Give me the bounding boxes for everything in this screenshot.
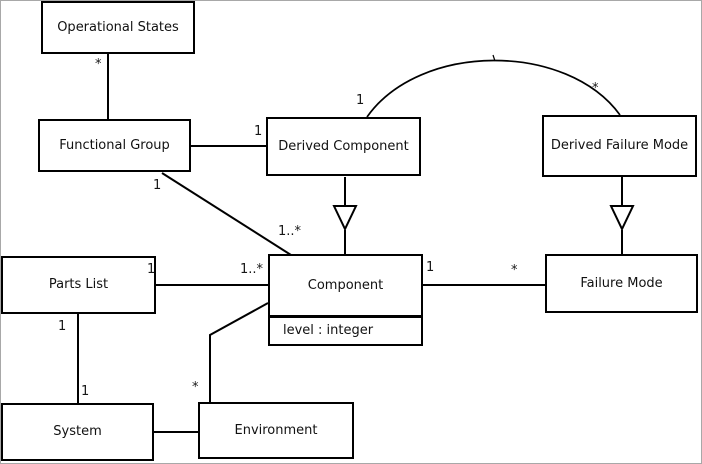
class-box-component: Component level : integer — [268, 254, 423, 346]
multiplicity-label: 1 — [426, 260, 435, 275]
multiplicity-label: * — [95, 57, 102, 72]
class-name: System — [53, 424, 102, 440]
multiplicity-label: 1 — [147, 262, 156, 277]
class-name: Derived Component — [278, 138, 409, 154]
arc-midpoint-tick — [492, 54, 496, 62]
class-title-compartment: Component — [270, 256, 421, 318]
multiplicity-label: 1 — [81, 384, 90, 399]
multiplicity-label: 1 — [58, 319, 67, 334]
class-attribute: level : integer — [283, 323, 374, 339]
multiplicity-label: 1..* — [278, 224, 302, 239]
generalization-triangle-icon — [332, 205, 358, 232]
multiplicity-label: 1 — [153, 178, 162, 193]
class-box-derived-failure-mode: Derived Failure Mode — [542, 115, 697, 177]
association-derived-component-derived-failure-mode-arc — [366, 59, 621, 118]
class-name: Environment — [234, 422, 318, 438]
multiplicity-label: * — [192, 380, 199, 395]
generalization-triangle-icon — [609, 205, 635, 232]
class-box-environment: Environment — [198, 402, 354, 459]
class-box-operational-states: Operational States — [41, 1, 195, 54]
class-box-parts-list: Parts List — [1, 256, 156, 314]
class-attribute-compartment: level : integer — [270, 318, 421, 344]
class-name: Functional Group — [59, 137, 170, 153]
multiplicity-label: 1 — [254, 124, 263, 139]
association-functional-group-component — [161, 172, 292, 256]
class-box-derived-component: Derived Component — [266, 117, 421, 176]
association-environment-component — [209, 302, 269, 402]
class-name: Operational States — [57, 19, 179, 35]
class-box-system: System — [1, 403, 154, 461]
multiplicity-label: 1..* — [240, 262, 264, 277]
multiplicity-label: 1 — [356, 93, 365, 108]
class-name: Component — [307, 277, 384, 293]
class-name: Failure Mode — [580, 275, 663, 291]
class-name: Derived Failure Mode — [550, 138, 689, 154]
multiplicity-label: * — [592, 81, 599, 96]
class-box-failure-mode: Failure Mode — [545, 254, 698, 313]
class-name: Parts List — [48, 277, 109, 293]
class-box-functional-group: Functional Group — [38, 119, 191, 172]
multiplicity-label: * — [511, 263, 518, 278]
